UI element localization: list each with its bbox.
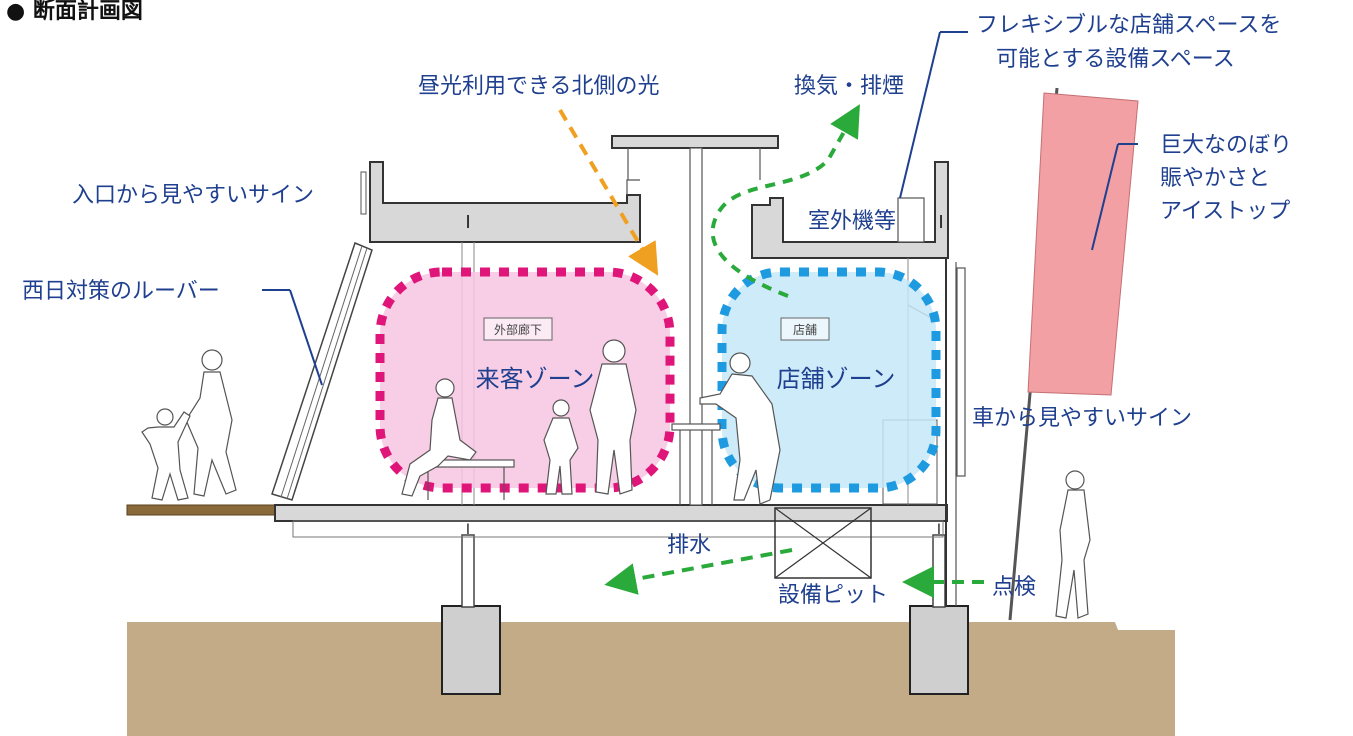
inspection-label: 点検: [992, 575, 1036, 600]
center-lantern-roof: [611, 135, 779, 149]
i-beam-icon: I: [465, 212, 470, 233]
banner-label-2: 賑やかさと: [1160, 166, 1270, 191]
lantern-post: [689, 147, 703, 506]
equipment-pit-box: [774, 507, 872, 579]
shop-zone-label: 店舗ゾーン: [777, 365, 896, 393]
equipment-space-label-2: 可能とする設備スペース: [996, 47, 1235, 72]
banner: [1008, 87, 1139, 621]
car-sign-panel: [956, 267, 966, 477]
north-light-label: 昼光利用できる北側の光: [418, 74, 660, 99]
shop-zone-tag: 店舗: [793, 323, 817, 337]
banner-label-3: アイストップ: [1160, 199, 1290, 224]
table: [671, 423, 721, 431]
equipment-space-label-1: フレキシブルな店舗スペースを: [976, 13, 1281, 38]
outdoor-unit-box: [897, 197, 925, 243]
column-right: [932, 534, 946, 608]
entrance-sign-panel: [360, 171, 367, 215]
pedestrian-icon: [1055, 470, 1091, 619]
person-icon: [185, 349, 237, 497]
visitor-zone-tag: 外部廊下: [494, 322, 542, 337]
shop-zone-tag-box: [780, 317, 830, 341]
footing-left: [441, 605, 501, 695]
louver: [271, 241, 373, 501]
outdoor-unit-label: 室外機等: [808, 209, 896, 234]
north-light-arrow: [558, 108, 659, 276]
wooden-deck: [126, 504, 276, 516]
banner-label-1: 巨大なのぼり: [1160, 133, 1292, 158]
column-left: [461, 534, 475, 608]
drainage-label: 排水: [667, 533, 711, 558]
ventilation-label: 換気・排煙: [794, 74, 904, 99]
visitor-zone-tag-box: [483, 317, 553, 341]
visitor-zone-label: 来客ゾーン: [476, 365, 595, 393]
car-sign-label: 車から見やすいサイン: [972, 406, 1192, 431]
seated-person-icon: [401, 378, 477, 497]
right-roof: [751, 161, 949, 259]
equipment-pit-label: 設備ピット: [778, 583, 888, 608]
ground: [127, 622, 1175, 736]
child-icon: [141, 408, 191, 501]
louver-label: 西日対策のルーバー: [22, 279, 220, 304]
floor-beam-line: [292, 520, 944, 538]
ventilation-arrow: [710, 104, 860, 298]
standing-person-icon: [589, 339, 637, 495]
diagram-title: ● 断面計画図: [6, 0, 143, 24]
entrance-sign-label: 入口から見やすいサイン: [72, 183, 314, 208]
footing-right: [909, 605, 969, 695]
drainage-arrow: [604, 548, 793, 595]
i-beam-icon: I: [938, 212, 943, 233]
i-beam-icon: I: [937, 522, 941, 538]
shop-staff-icon: [699, 352, 781, 505]
small-child-icon: [543, 399, 579, 495]
i-beam-icon: I: [466, 522, 470, 538]
left-roof: [369, 161, 641, 243]
